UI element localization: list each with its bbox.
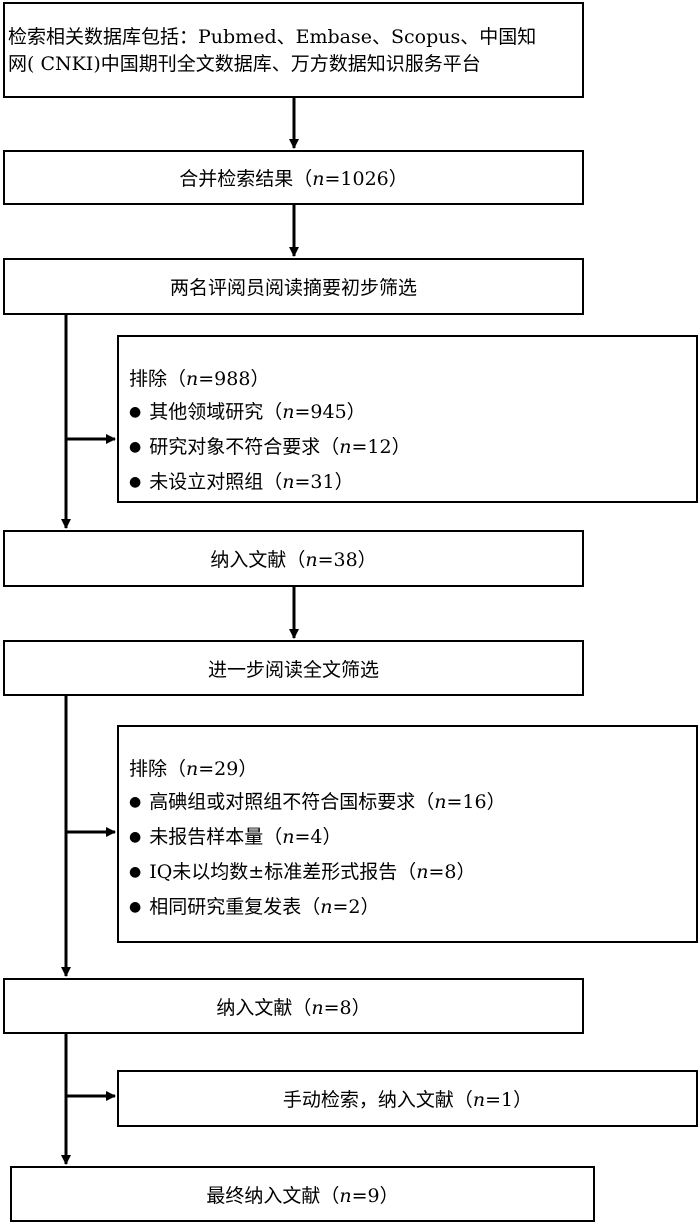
merge-text: 合并检索结果（n=1026）	[179, 168, 408, 190]
source-line-1: 检索相关数据库包括：Pubmed、Embase、Scopus、中国知	[8, 26, 537, 48]
exclusion-1-item: 未设立对照组（n=31）	[129, 466, 696, 501]
abstract-screening-box: 两名评阅员阅读摘要初步筛选	[3, 258, 584, 315]
exclusion-2-item: 相同研究重复发表（n=2）	[129, 891, 696, 926]
manual-search-box: 手动检索，纳入文献（n=1）	[117, 1070, 698, 1127]
final-included-box: 最终纳入文献（n=9）	[10, 1166, 595, 1222]
exclusion-1-title: 排除（n=988）	[129, 368, 270, 390]
exclusion-2-item: 高碘组或对照组不符合国标要求（n=16）	[129, 786, 696, 821]
included-2-text: 纳入文献（n=8）	[216, 996, 371, 1019]
abstract-screening-label: 两名评阅员阅读摘要初步筛选	[169, 277, 417, 299]
manual-search-text: 手动检索，纳入文献（n=1）	[282, 1089, 533, 1111]
merge-results-box: 合并检索结果（n=1026）	[3, 150, 584, 205]
exclusion-2-item: 未报告样本量（n=4）	[129, 821, 696, 856]
fulltext-screening-label: 进一步阅读全文筛选	[207, 658, 379, 681]
included-1-text: 纳入文献（n=38）	[210, 549, 377, 571]
exclusion-1-item: 研究对象不符合要求（n=12）	[129, 431, 696, 466]
included-studies-box-2: 纳入文献（n=8）	[3, 978, 584, 1034]
exclusion-1-item: 其他领域研究（n=945）	[129, 396, 696, 431]
exclusion-box-2: 排除（n=29） 高碘组或对照组不符合国标要求（n=16） 未报告样本量（n=4…	[117, 725, 698, 943]
final-included-text: 最终纳入文献（n=9）	[206, 1184, 399, 1207]
included-studies-box-1: 纳入文献（n=38）	[3, 530, 584, 587]
exclusion-2-title: 排除（n=29）	[129, 758, 258, 780]
fulltext-screening-box: 进一步阅读全文筛选	[3, 640, 584, 696]
source-databases-box: 检索相关数据库包括：Pubmed、Embase、Scopus、中国知 网( CN…	[3, 2, 584, 98]
source-line-2: 网( CNKI)中国期刊全文数据库、万方数据知识服务平台	[8, 53, 481, 75]
exclusion-2-item: IQ未以均数±标准差形式报告（n=8）	[129, 856, 696, 891]
exclusion-box-1: 排除（n=988） 其他领域研究（n=945） 研究对象不符合要求（n=12） …	[117, 335, 698, 503]
